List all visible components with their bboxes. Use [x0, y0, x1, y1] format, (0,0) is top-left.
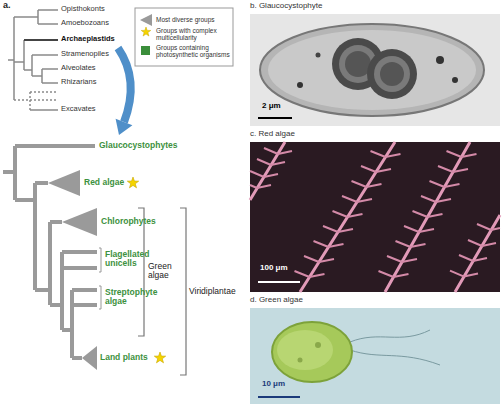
clade-triangle [82, 346, 97, 370]
image-panel: b. Glaucocystophyte2 μm [250, 14, 500, 126]
chloroplast [277, 330, 333, 370]
cytoplasm [268, 30, 476, 110]
legend-text: Groups containing photosynthetic organis… [156, 44, 232, 58]
organelle-dot [452, 77, 458, 83]
red-algae-photo [250, 142, 500, 292]
taxon-label: Alveolates [61, 64, 96, 72]
panel-heading: c. Red algae [250, 130, 295, 139]
organelle-dot [316, 53, 321, 58]
organelle-dot [436, 56, 444, 64]
eukaryote-tree [8, 10, 58, 110]
photo-background [250, 14, 500, 126]
star-sample [141, 27, 151, 36]
flagellum [350, 330, 440, 365]
frond-stem [250, 142, 500, 292]
taxon-label: Archaeplastids [61, 35, 115, 43]
panel-heading: d. Green algae [250, 296, 303, 305]
photo-background [250, 308, 500, 404]
clade-triangle [62, 208, 97, 236]
clade-triangle [48, 170, 80, 196]
dashed-branch [14, 92, 58, 110]
taxon-label: Red algae [84, 178, 124, 187]
legend-box [135, 8, 233, 66]
legend-text: Most diverse groups [156, 16, 232, 23]
tip-bracket [99, 248, 101, 309]
taxon-label: Green algae [148, 262, 180, 281]
group-bracket [138, 208, 144, 336]
scale-bar [258, 281, 300, 283]
taxon-label: Rhizarians [61, 78, 96, 86]
zoom-arrow [118, 48, 131, 122]
organelle-dot [298, 358, 303, 363]
tree-branch [3, 146, 97, 358]
triangle-sample [140, 14, 152, 26]
tree-branch [24, 39, 58, 41]
tree-branch [30, 109, 58, 111]
star-mark [154, 352, 165, 363]
organelle-dot [315, 342, 321, 348]
green-alga-photo [250, 308, 500, 404]
cell-body [272, 322, 352, 382]
photo-background [250, 142, 500, 292]
tree-branch [8, 10, 58, 100]
scale-label: 100 μm [260, 264, 288, 273]
arrow-head [116, 119, 133, 135]
scale-bar [258, 396, 300, 398]
star-mark [127, 177, 138, 188]
taxon-label: Streptophyte algae [105, 288, 165, 307]
frond-branch [250, 148, 500, 277]
scale-label: 10 μm [262, 380, 285, 389]
taxon-label: Amoebozoans [61, 19, 109, 27]
scale-bar [258, 117, 292, 119]
cyanelle-core [380, 62, 404, 86]
organelle-dot [297, 82, 303, 88]
legend-swatch [141, 46, 150, 55]
taxon-label: Glaucocystophytes [99, 141, 177, 150]
taxon-label: Viridiplantae [189, 287, 236, 296]
panel-heading: b. Glaucocystophyte [250, 2, 322, 11]
taxon-label: Excavates [61, 105, 96, 113]
image-panel: c. Red algae100 μm [250, 142, 500, 292]
cyanelle [367, 49, 417, 99]
taxon-label: Land plants [100, 353, 148, 362]
archaeplastid-tree [3, 146, 97, 358]
glaucocystophyte-micrograph [250, 14, 500, 126]
taxon-label: Chlorophytes [101, 217, 156, 226]
taxon-label: Opisthokonts [61, 5, 105, 13]
image-panel: d. Green algae10 μm [250, 308, 500, 404]
panel-letter: a. [3, 1, 11, 11]
taxon-label: Stramenopiles [61, 50, 109, 58]
cyanelle-inner [374, 56, 410, 92]
group-bracket [180, 208, 186, 375]
scale-label: 2 μm [262, 102, 281, 111]
cell-wall [260, 24, 484, 116]
legend-text: Groups with complex multicellularity [156, 27, 232, 41]
